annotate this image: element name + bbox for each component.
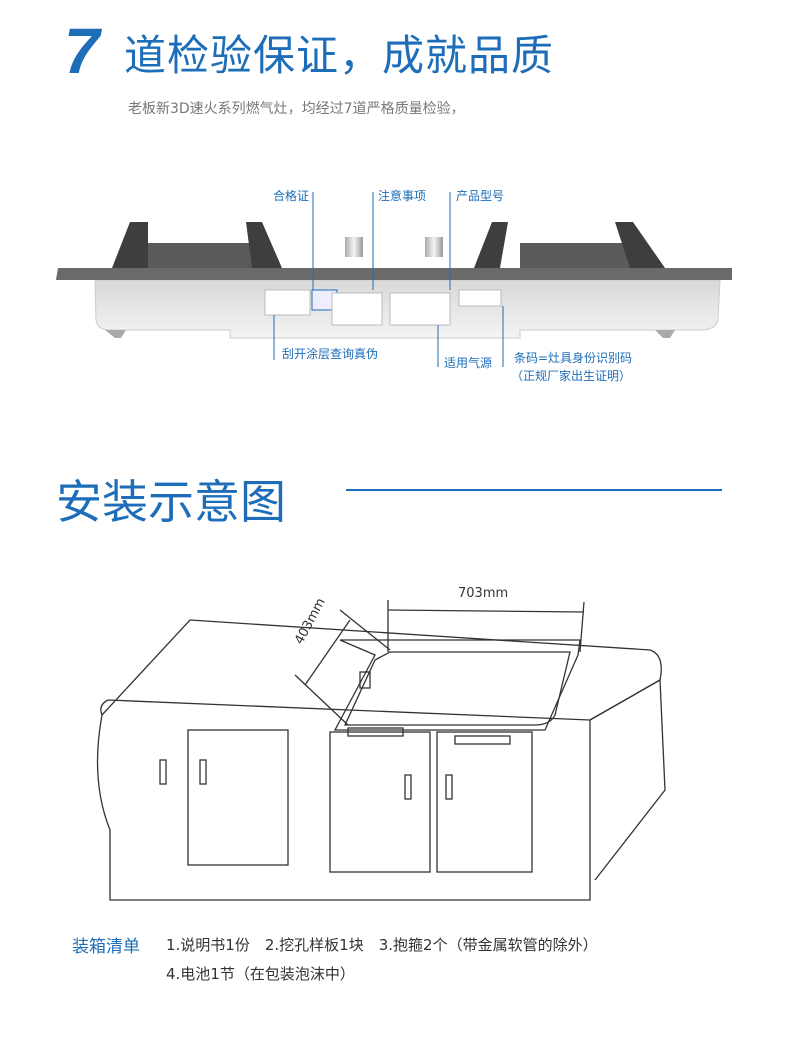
label-scratch: 刮开涂层查询真伪 <box>282 347 379 361</box>
label-notice: 注意事项 <box>378 189 427 203</box>
install-title: 安装示意图 <box>56 475 286 529</box>
section-number: 7 <box>64 15 100 87</box>
label-barcode-note: （正规厂家出生证明） <box>511 369 632 383</box>
section-subtitle: 老板新3D速火系列燃气灶，均经过7道严格质量检验， <box>128 101 465 117</box>
label-barcode: 条码=灶具身份识别码 <box>514 351 633 365</box>
stove-image <box>56 192 732 367</box>
title-divider <box>346 489 722 491</box>
label-certificate: 合格证 <box>273 189 310 203</box>
installation-diagram <box>96 600 666 901</box>
dimension-width: 703mm <box>458 586 509 601</box>
packing-list-label: 装箱清单 <box>72 937 140 957</box>
section-title: 道检验保证，成就品质 <box>124 31 555 80</box>
label-gas-source: 适用气源 <box>444 356 493 370</box>
label-model: 产品型号 <box>456 189 505 203</box>
packing-list-line-2: 4.电池1节（在包装泡沫中） <box>166 965 355 983</box>
packing-list-line-1: 1.说明书1份 2.挖孔样板1块 3.抱箍2个（带金属软管的除外） <box>166 936 598 954</box>
